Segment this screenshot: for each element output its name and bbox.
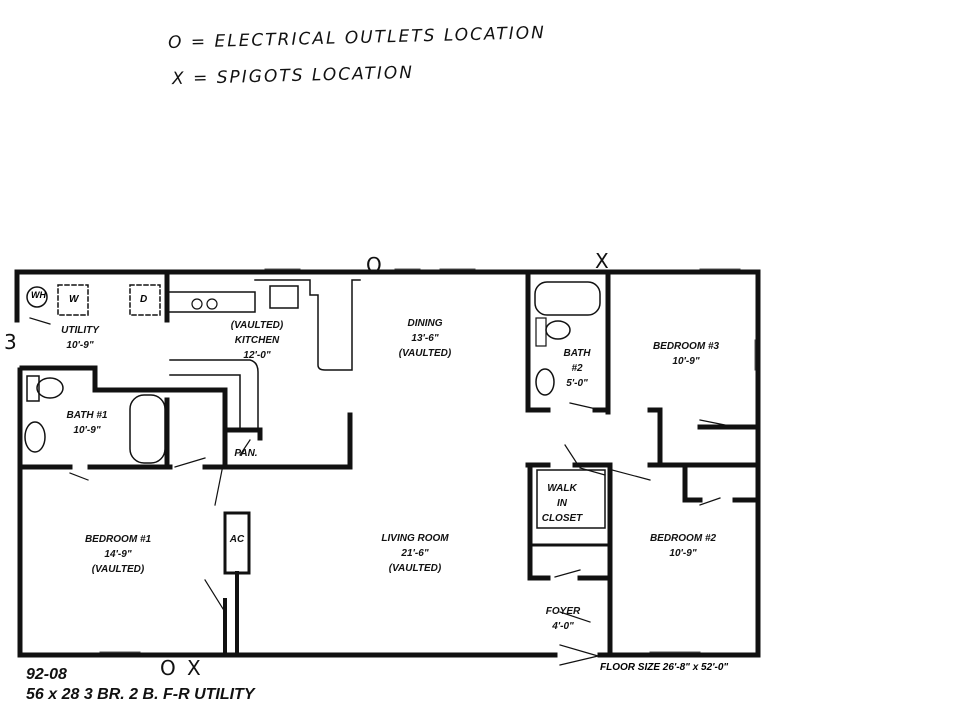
model-number: 92-08	[26, 666, 67, 683]
water-heater-label: WH	[31, 290, 46, 300]
room-pantry: PAN.	[234, 448, 258, 459]
spigot-marker: X	[595, 249, 609, 273]
exterior-wall	[14, 269, 558, 658]
spigot-marker: X	[187, 656, 201, 680]
handwritten-mark: 3	[4, 330, 17, 354]
outlet-marker: O	[366, 253, 382, 277]
dryer-label: D	[140, 294, 148, 305]
model-spec: 56 x 28 3 BR. 2 B. F-R UTILITY	[26, 686, 255, 703]
washer-label: W	[69, 294, 79, 305]
exterior-wall	[14, 269, 761, 658]
ac-unit: AC	[229, 534, 245, 545]
outlet-marker: O	[160, 656, 176, 680]
floor-size: FLOOR SIZE 26'-8" x 52'-0"	[600, 662, 729, 673]
